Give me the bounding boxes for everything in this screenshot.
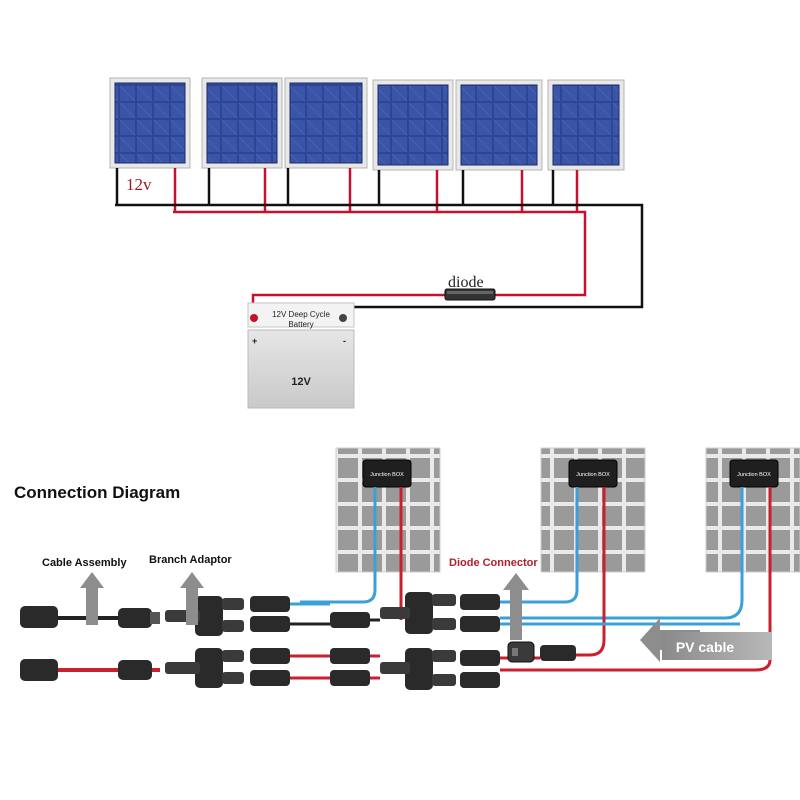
- branch-adaptor: [165, 648, 244, 688]
- junction-box-label: Junction BOX: [737, 472, 771, 478]
- branch-adaptor: [380, 648, 456, 690]
- junction-box: [568, 459, 618, 488]
- battery-voltage: 12V: [291, 376, 311, 388]
- mc4-connectors: [250, 594, 576, 688]
- diode-connector: [507, 641, 535, 663]
- battery-plus-sign: +: [252, 336, 257, 346]
- pv-positive-leads: [399, 487, 772, 672]
- branch-adaptor: [380, 592, 456, 634]
- diode-connector-arrow: [503, 573, 529, 640]
- solar-panel: [284, 77, 368, 169]
- branch-adaptor: [165, 596, 244, 636]
- positive-bus-wire: [173, 210, 587, 307]
- solar-panel: [201, 77, 283, 169]
- branch-adaptor-arrow: [180, 572, 204, 625]
- battery-positive-terminal: [250, 314, 258, 322]
- connection-diagram-title: Connection Diagram: [14, 483, 180, 502]
- junction-box-label: Junction BOX: [370, 472, 404, 478]
- branch-adaptor-label: Branch Adaptor: [149, 554, 232, 566]
- cable-assembly-label: Cable Assembly: [42, 557, 127, 569]
- cable-assembly-arrow: [80, 572, 104, 625]
- junction-box: [729, 459, 779, 488]
- cable-assembly-positive: [20, 659, 160, 681]
- pv-cable-label: PV cable: [676, 639, 735, 655]
- negative-bus-wire: [115, 203, 644, 316]
- solar-panel: [547, 79, 625, 171]
- diode-label: diode: [448, 274, 484, 291]
- pv-cable-label-box: [662, 632, 772, 660]
- junction-box-label: Junction BOX: [576, 472, 610, 478]
- solar-panel: [455, 79, 543, 171]
- diode-connector-label: Diode Connector: [449, 557, 538, 569]
- solar-panel-array: [109, 77, 625, 171]
- battery-negative-terminal: [339, 314, 347, 322]
- pv-negative-leads: [300, 487, 744, 620]
- battery-name-line2: Battery: [288, 320, 313, 329]
- battery: [247, 302, 355, 409]
- diode: [444, 288, 496, 301]
- solar-panel: [109, 77, 191, 169]
- battery-minus-sign: -: [343, 336, 346, 346]
- cable-assembly-negative: [20, 606, 160, 628]
- solar-panel: [372, 79, 454, 171]
- battery-name-line1: 12V Deep Cycle: [272, 310, 330, 319]
- panel-voltage-label: 12v: [126, 175, 152, 194]
- junction-box: [362, 459, 412, 488]
